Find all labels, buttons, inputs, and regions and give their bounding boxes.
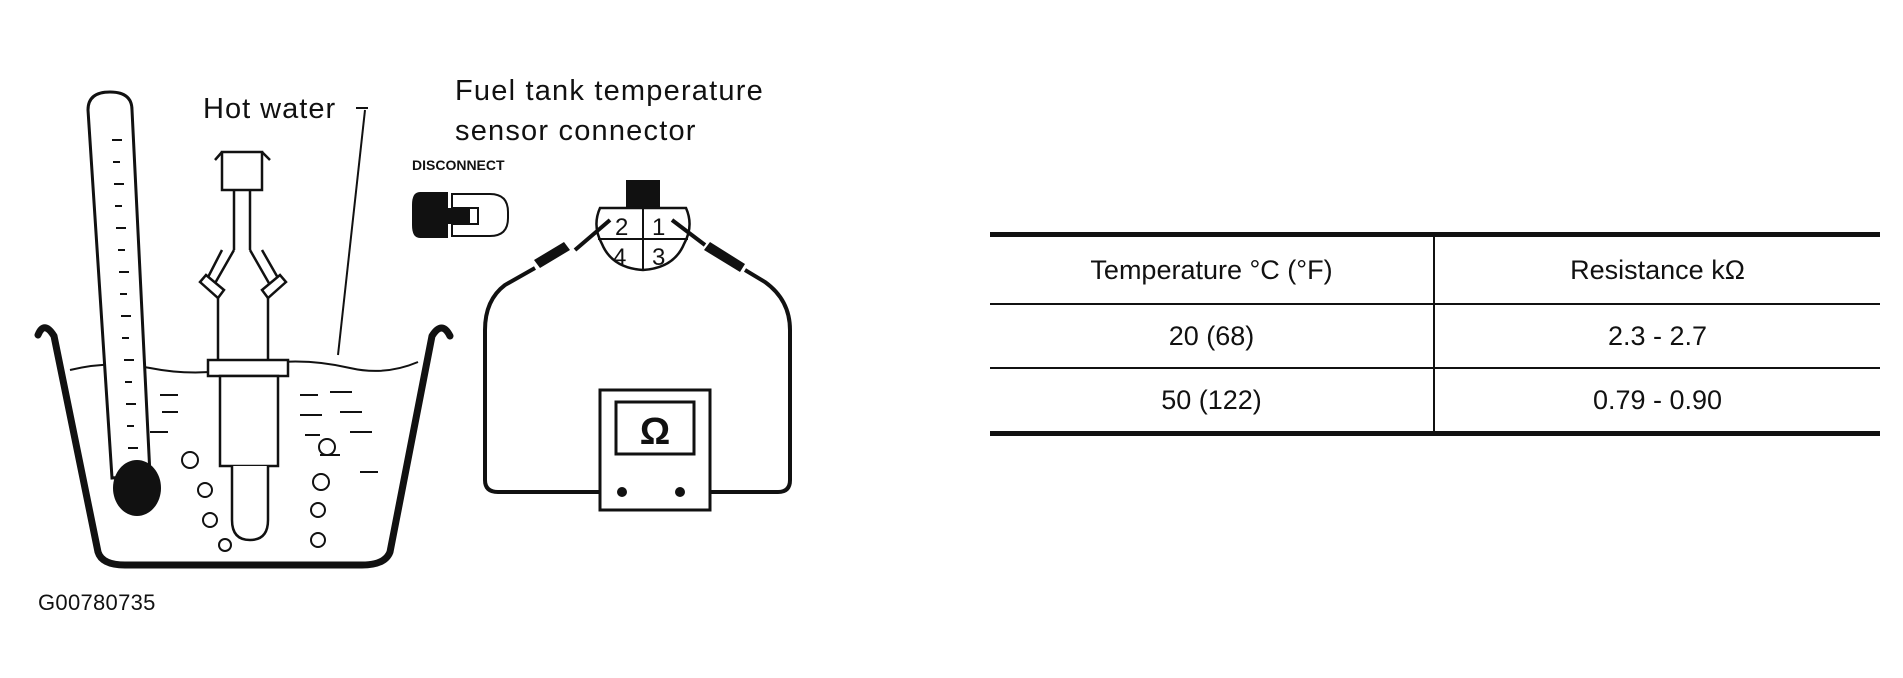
temperature-sensor	[198, 150, 290, 542]
sensor-connector-label-line2: sensor connector	[455, 115, 697, 147]
pin-3: 3	[652, 244, 665, 271]
header-resistance: Resistance kΩ	[1570, 254, 1745, 285]
bubbles	[181, 438, 336, 552]
probe-tips	[534, 242, 745, 272]
thermometer	[86, 90, 161, 516]
cell-temperature: 50 (122)	[990, 368, 1435, 434]
header-temperature: Temperature °C (°F)	[990, 234, 1435, 304]
disconnect-icon: DISCONNECT	[412, 157, 509, 238]
ohmmeter-icon: Ω	[598, 388, 712, 512]
probe-leads	[483, 218, 792, 494]
cell-resistance: 0.79 - 0.90	[1592, 384, 1723, 415]
test-setup-diagram: Hot water Fuel tank temperature sensor c…	[34, 75, 792, 569]
pin-4: 4	[613, 244, 626, 271]
hot-water-label: Hot water	[203, 93, 336, 125]
figure-id: G00780735	[38, 590, 156, 615]
resistance-spec-table: Temperature °C (°F) Resistance kΩ 20 (68…	[990, 232, 1880, 436]
pin-1: 1	[652, 214, 665, 241]
sensor-connector: 2 1 4 3	[595, 180, 691, 272]
sensor-connector-label-line1: Fuel tank temperature	[455, 75, 764, 107]
ohm-symbol: Ω	[640, 411, 670, 453]
table-row: 50 (122) 0.79 - 0.90	[990, 368, 1880, 434]
cell-resistance: 2.3 - 2.7	[1607, 320, 1708, 351]
beaker	[34, 324, 454, 569]
pin-2: 2	[615, 214, 628, 241]
svg-text:DISCONNECT: DISCONNECT	[412, 157, 505, 173]
table-header-row: Temperature °C (°F) Resistance kΩ	[990, 234, 1880, 304]
hot-water-leader	[337, 109, 366, 356]
table-row: 20 (68) 2.3 - 2.7	[990, 304, 1880, 368]
cell-temperature: 20 (68)	[990, 304, 1435, 368]
